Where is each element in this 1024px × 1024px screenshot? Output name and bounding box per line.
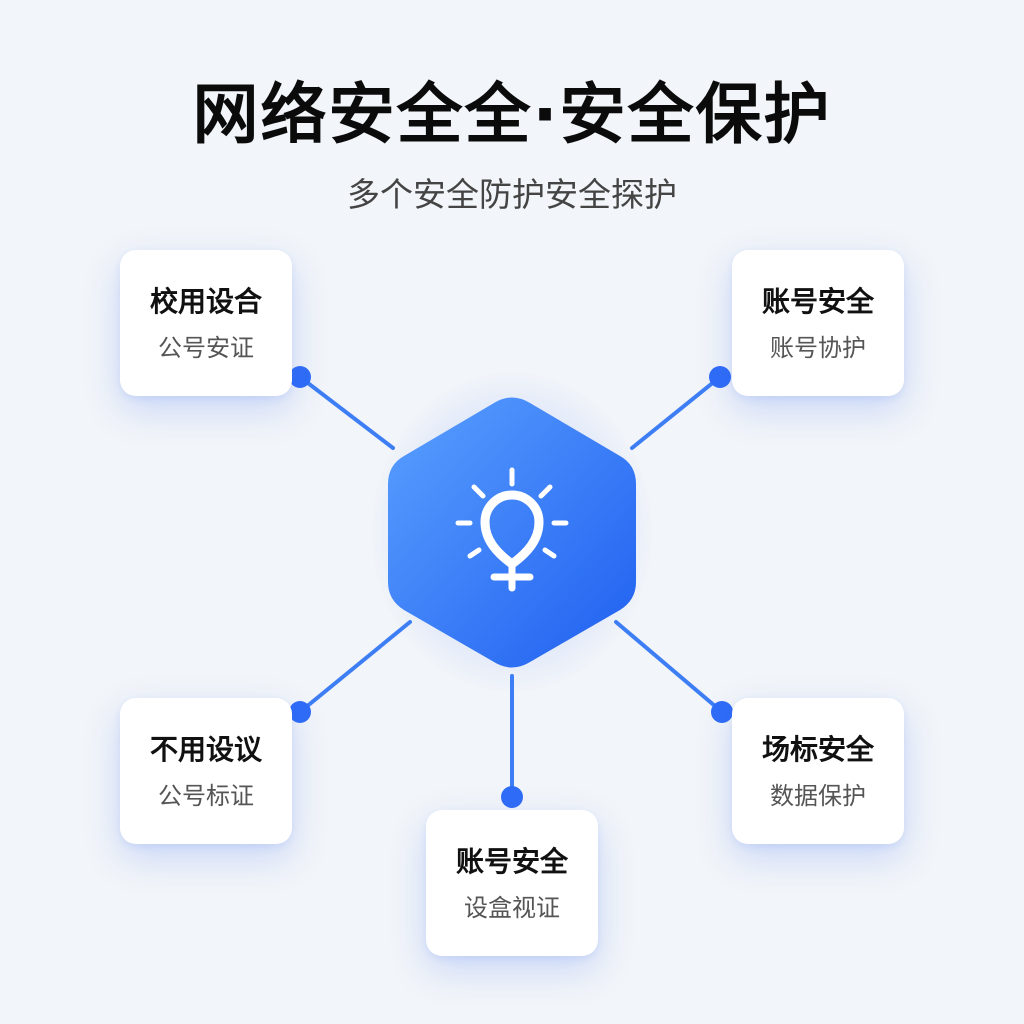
connector-dot-bottom-right: [711, 701, 733, 723]
node-title: 账号安全: [761, 285, 874, 318]
node-card-bottom: 账号安全 设盒视证: [426, 810, 598, 956]
node-title: 场标安全: [761, 733, 874, 766]
node-card-top-right: 账号安全 账号协护: [732, 250, 904, 396]
node-title: 账号安全: [455, 845, 568, 878]
connector-dot-bottom: [501, 786, 523, 808]
connector-line-top-right: [630, 375, 722, 450]
connector-dot-top-right: [709, 366, 731, 388]
node-subtitle: 账号协护: [770, 334, 866, 362]
node-card-bottom-left: 不用设议 公号标证: [120, 698, 292, 844]
node-card-bottom-right: 场标安全 数据保护: [732, 698, 904, 844]
connector-dot-bottom-left: [289, 701, 311, 723]
node-subtitle: 公号标证: [158, 782, 254, 810]
node-title: 不用设议: [149, 733, 262, 766]
hub-hexagon: [388, 397, 636, 668]
node-subtitle: 设盒视证: [464, 894, 560, 922]
connector-line-bottom-right: [614, 620, 724, 714]
lightbulb-icon: [455, 467, 569, 592]
node-subtitle: 公号安证: [158, 334, 254, 362]
page-subtitle: 多个安全防护安全探护: [347, 175, 677, 214]
page-title: 网络安全全·安全保护: [192, 76, 832, 153]
node-card-top-left: 校用设合 公号安证: [120, 250, 292, 396]
connector-dot-top-left: [289, 366, 311, 388]
connector-line-top-left: [298, 375, 395, 450]
node-title: 校用设合: [149, 285, 262, 318]
connector-line-bottom-left: [298, 620, 412, 714]
node-subtitle: 数据保护: [770, 782, 866, 810]
